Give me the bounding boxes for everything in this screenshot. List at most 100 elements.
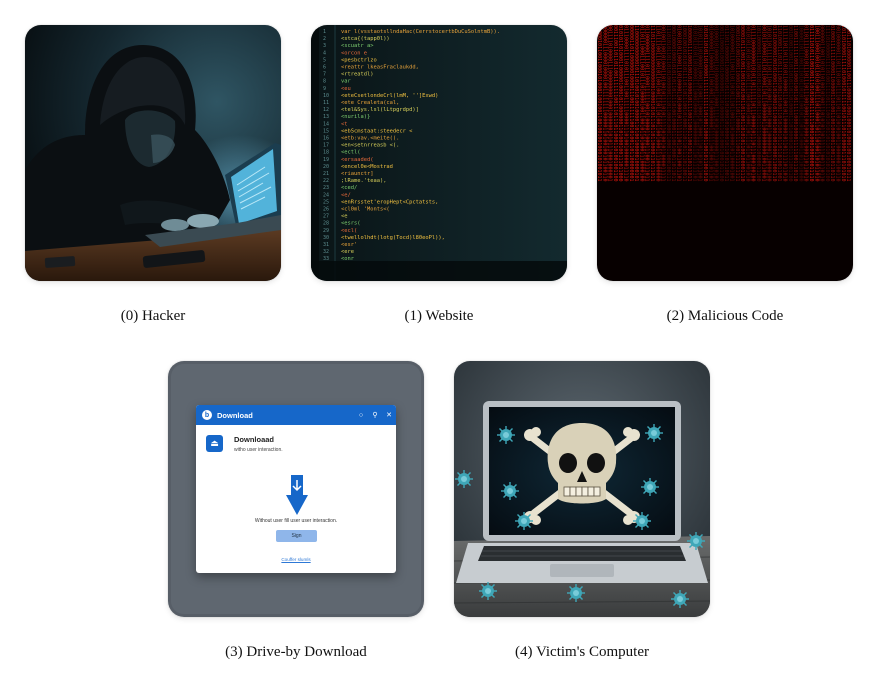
- code-line-number: 2: [323, 36, 326, 42]
- code-line: ;lRame.'teaa),: [341, 178, 386, 184]
- binary-column: 0111110101110010011101010011111110001000…: [808, 25, 814, 182]
- code-line-number: 10: [323, 93, 329, 99]
- binary-column: 0011100001000101000000111010000011100100…: [718, 25, 724, 182]
- dialog-heading: Downloaad: [234, 435, 275, 444]
- binary-column: 1100111111100111000100110111110001000011…: [792, 25, 798, 182]
- code-line-number: 9: [323, 86, 326, 92]
- binary-column: 0110000001111011100011111100101000011000…: [644, 25, 650, 182]
- code-line: <e/: [341, 192, 351, 198]
- binary-column: 0110111000111001011101000010011001011010…: [638, 25, 644, 182]
- code-line: <en<setnrreasb <(.: [341, 143, 399, 149]
- binary-column: 1011010000111110100010111110010111010100…: [840, 25, 846, 182]
- search-icon: ⚲: [372, 412, 378, 419]
- sign-button: Sign: [276, 530, 317, 542]
- code-line: <ere: [341, 249, 354, 255]
- binary-column: 0110100000100101000110100010110001001001…: [771, 25, 777, 182]
- code-line: <eteCsetlondeCrl(lmM, '']Exwd): [341, 93, 438, 99]
- dialog-message: Without user fill user user interaction.: [254, 518, 338, 524]
- binary-column: 1100000000000101110100101001000011010010…: [633, 25, 639, 182]
- binary-column: 0000001100110101101001010011101010110111…: [819, 25, 825, 182]
- binary-column: 1010110111111101110010100110001000110000…: [766, 25, 772, 182]
- caption-drive-by-download: (3) Drive-by Download: [225, 644, 367, 660]
- code-line-number: 23: [323, 185, 329, 191]
- code-line-number: 13: [323, 114, 329, 120]
- code-line-number: 5: [323, 57, 326, 63]
- code-line-number: 16: [323, 136, 329, 142]
- dialog-title: Download: [217, 410, 253, 420]
- code-line-number: 15: [323, 128, 329, 134]
- binary-column: 0001010100100011000101001111011000011111…: [734, 25, 740, 182]
- victim-computer-image: [454, 361, 710, 617]
- binary-column: 0011110100001110000000001000100000010101…: [607, 25, 613, 182]
- binary-column: 1110101011011010100000011101100010001100…: [665, 25, 671, 182]
- code-line: <cl0ml 'Monts<(: [341, 207, 390, 213]
- binary-column: 0011100110110110011111110011101110110001…: [612, 25, 618, 182]
- binary-column: 0010000001110111010011110110110101010011…: [835, 25, 841, 182]
- binary-column: 1000001111000100101000010111100110011100…: [686, 25, 692, 182]
- code-line-number: 4: [323, 50, 326, 56]
- hacker-image: [25, 25, 281, 281]
- code-line: <esr': [341, 242, 357, 248]
- code-line: <t: [341, 121, 348, 127]
- code-line-number: 30: [323, 235, 329, 241]
- binary-column: 0111011000001100000101111101000101000010…: [723, 25, 729, 182]
- download-arrow-icon: [286, 475, 308, 515]
- code-line: <onr: [341, 256, 355, 262]
- code-line: <nurila)}: [341, 114, 370, 120]
- code-line-number: 3: [323, 43, 326, 49]
- code-line-number: 29: [323, 228, 329, 234]
- binary-column: 0111000011110101110011001111100001110100…: [623, 25, 629, 182]
- code-line: <ced/: [341, 185, 357, 191]
- code-line: <rtreatdl): [341, 72, 373, 78]
- dialog-titlebar: b Download ○ ⚲ ✕: [196, 405, 396, 425]
- code-line: <pesbctrlzo: [341, 57, 377, 63]
- code-line-number: 27: [323, 214, 329, 220]
- caption-malicious-code: (2) Malicious Code: [666, 308, 784, 324]
- minimize-icon: ○: [358, 411, 364, 419]
- app-logo-icon: b: [202, 410, 212, 420]
- caption-website: (1) Website: [404, 308, 474, 324]
- code-line: <ecl(: [341, 228, 357, 234]
- caption-hacker: (0) Hacker: [120, 308, 186, 324]
- code-line-number: 31: [323, 242, 329, 248]
- binary-column: 0101011010001100000100010110000001101000…: [617, 25, 623, 182]
- binary-column: 0101011010110100001111000100001100000000…: [691, 25, 697, 182]
- binary-column: 1111010000011110100111110111100101011011…: [824, 25, 830, 182]
- code-line: <enRrsstet'eropHept<Cpctatsts,: [341, 199, 438, 205]
- code-line: <ebScmstaat:steedecr <: [341, 128, 413, 134]
- binary-column: 1000100101010101111011011100101000111011…: [681, 25, 687, 182]
- binary-column: 0010100110011011010110110100001110100001…: [787, 25, 793, 182]
- code-line: <etb:vav.<meite((.: [341, 136, 399, 142]
- malicious-code-image: 0100010110011000101000110010011001001001…: [597, 25, 853, 281]
- binary-column: 0010101101010001001111100100010001101111…: [744, 25, 750, 182]
- code-line: <stca{(tapp0l)): [341, 36, 390, 42]
- caption-victims-computer: (4) Victim's Computer: [514, 644, 649, 660]
- code-line: <tel&Sys.lsl(lLtpgrdpd)]: [341, 107, 419, 113]
- binary-column: 0010110000101101100011011100000011000000…: [760, 25, 766, 182]
- code-line-number: 33: [323, 256, 329, 262]
- binary-column: 0000101110010011001010100110110011010101…: [739, 25, 745, 182]
- code-line: <riaunctr]: [341, 171, 373, 177]
- code-line: <reattr lkeasFraclaukdd,: [341, 65, 419, 71]
- code-line: <esrs(: [341, 221, 360, 227]
- binary-column: 0110111100010111011101110010001001000101…: [803, 25, 809, 182]
- code-line: <ete Crealeta(cal,: [341, 100, 399, 106]
- code-line-number: 1: [323, 29, 326, 35]
- code-line: <orcon e: [341, 50, 367, 56]
- binary-column: 1001110001001011010100111101100011011101…: [813, 25, 819, 182]
- dialog-subheading: witho user interaction.: [234, 447, 283, 453]
- binary-column: 1110110000000000000001000010101110110110…: [649, 25, 655, 182]
- code-line-number: 6: [323, 65, 326, 71]
- binary-column: 1101111001110010110010011101101001100100…: [654, 25, 660, 182]
- code-line-number: 7: [323, 72, 326, 78]
- code-line-number: 21: [323, 171, 329, 177]
- code-line: <ersaaded(: [341, 157, 373, 163]
- code-line-number: 18: [323, 150, 329, 156]
- code-line-number: 32: [323, 249, 329, 255]
- code-line-number: 19: [323, 157, 329, 163]
- binary-column: 0100101011000111010000110100010111111101…: [676, 25, 682, 182]
- binary-column: 0100010110011000101000110010011001001001…: [597, 25, 602, 182]
- binary-column: 1010111101000010001101001110001011000111…: [697, 25, 703, 182]
- close-icon: ✕: [386, 412, 392, 419]
- binary-column: 1011000001111001010110101001110111111000…: [755, 25, 761, 182]
